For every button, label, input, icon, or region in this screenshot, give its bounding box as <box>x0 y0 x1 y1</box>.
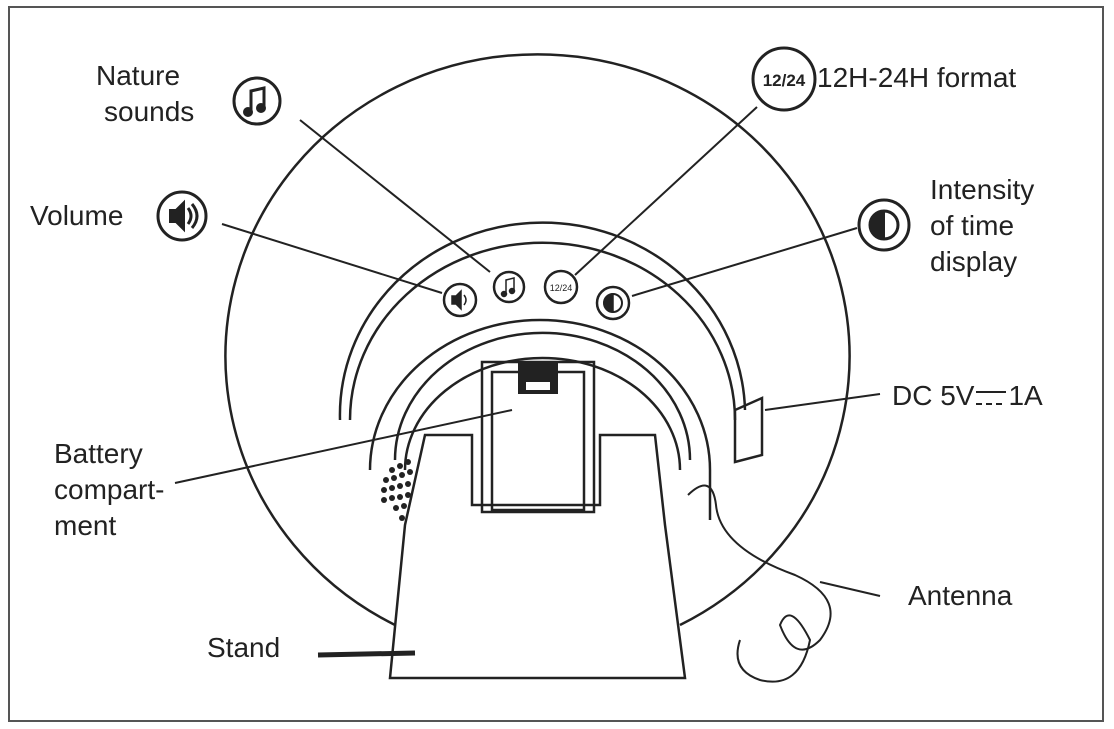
stand-label: Stand <box>207 632 281 663</box>
intensity-label: Intensity of time display <box>930 174 1035 277</box>
svg-text:12/24: 12/24 <box>763 71 806 90</box>
leader-intensity <box>631 227 858 297</box>
nature-sounds-button[interactable] <box>492 270 526 304</box>
leader-stand <box>317 650 416 658</box>
volume-label: Volume <box>30 200 124 231</box>
leader-nature-sounds <box>299 119 491 273</box>
clock-rim-middle <box>348 241 737 421</box>
stand-outline <box>388 433 687 680</box>
speaker-grille <box>381 459 413 521</box>
inner-ring <box>368 318 712 520</box>
leader-battery <box>174 409 513 484</box>
leader-volume <box>221 223 443 294</box>
leader-antenna <box>819 581 881 597</box>
inner-ring-2 <box>393 331 692 461</box>
battery-label: Battery compart- ment <box>54 438 165 541</box>
inner-ring-3 <box>403 356 682 471</box>
speaker-icon <box>451 289 462 311</box>
nature-sounds-label-circle <box>232 76 282 126</box>
dc-symbol <box>976 390 1007 405</box>
dc-socket <box>733 396 764 464</box>
leader-dc <box>764 393 881 411</box>
antenna-wire <box>687 484 832 683</box>
music-note-icon <box>505 277 515 294</box>
clock-body-outline <box>224 53 851 627</box>
format-label-circle <box>751 46 817 112</box>
clock-rim-outer <box>338 221 747 421</box>
format-label: 12H-24H format <box>817 62 1017 93</box>
leader-format <box>574 106 758 276</box>
nature-sounds-label: Nature sounds <box>96 60 195 127</box>
format-button[interactable] <box>543 269 579 305</box>
antenna-label: Antenna <box>908 580 1013 611</box>
12-24-icon: 12/24 <box>550 283 573 293</box>
